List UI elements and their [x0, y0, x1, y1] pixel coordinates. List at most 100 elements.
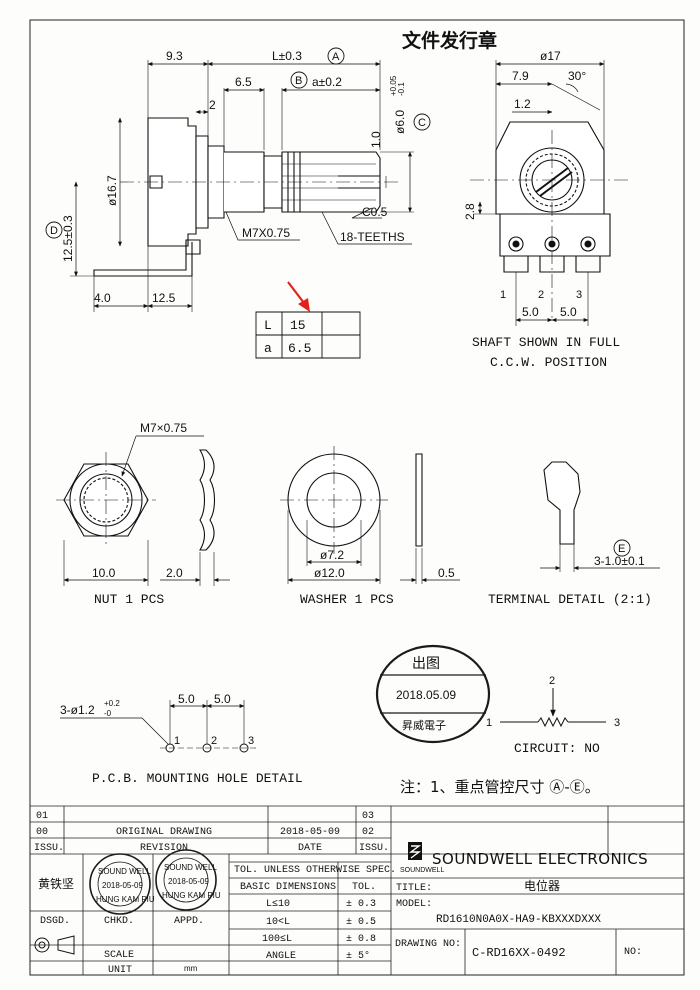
svg-text:REVISION: REVISION — [140, 843, 188, 854]
svg-text:2: 2 — [209, 98, 216, 112]
release-stamp — [377, 646, 489, 742]
svg-text:1.2: 1.2 — [514, 97, 531, 111]
svg-text:6.5: 6.5 — [235, 75, 252, 89]
washer-caption: WASHER 1 PCS — [300, 592, 394, 607]
revision-rows: 01 03 00 ORIGINAL DRAWING 2018-05-09 02 … — [34, 811, 389, 854]
svg-text:00: 00 — [36, 827, 48, 838]
company-name: SOUNDWELL ELECTRONICS — [432, 850, 648, 868]
spec-value-a: 6.5 — [288, 341, 311, 356]
model-number: RD1610N0A0X-HA9-KBXXXDXXX — [436, 914, 601, 926]
spec-label-l: L — [264, 318, 272, 333]
pcb-caption: P.C.B. MOUNTING HOLE DETAIL — [92, 771, 303, 786]
nut-caption: NUT 1 PCS — [94, 592, 164, 607]
pcb-hole-drawing — [60, 700, 256, 752]
stamp-top-text: 出图 — [412, 656, 440, 672]
svg-text:SHAFT SHOWN IN FULL: SHAFT SHOWN IN FULL — [472, 335, 620, 350]
circuit-caption: CIRCUIT: NO — [514, 741, 600, 756]
svg-text:1: 1 — [486, 717, 492, 729]
svg-text:2: 2 — [211, 735, 217, 747]
svg-text:SOUNDWELL: SOUNDWELL — [400, 867, 444, 874]
svg-text:TOL.: TOL. — [352, 882, 376, 893]
spec-value-l: 15 — [290, 318, 306, 333]
svg-text:ø12.0: ø12.0 — [314, 566, 345, 580]
spec-label-a: a — [264, 341, 272, 356]
svg-text:SOUND WELL: SOUND WELL — [164, 863, 217, 872]
projection-symbol — [35, 936, 74, 954]
svg-text:03: 03 — [362, 811, 374, 822]
svg-text:ø6.0: ø6.0 — [393, 110, 407, 134]
svg-text:10.0: 10.0 — [92, 566, 116, 580]
side-view-dimensions: 9.3 L±0.3 A 6.5 B a±0.2 2 1.0 ø6.0 +0.05… — [46, 48, 430, 305]
nut-drawing — [56, 436, 230, 586]
svg-text:ø16.7: ø16.7 — [105, 175, 119, 206]
marker-a: A — [332, 51, 340, 63]
svg-text:-0.1: -0.1 — [397, 82, 406, 96]
svg-text:UNIT: UNIT — [108, 965, 132, 976]
approval-seal-2 — [156, 850, 216, 910]
svg-text:12.5±0.3: 12.5±0.3 — [61, 215, 75, 262]
svg-text:10<L: 10<L — [266, 917, 290, 928]
svg-text:1.0: 1.0 — [369, 131, 383, 148]
svg-text:ø7.2: ø7.2 — [320, 548, 344, 562]
svg-text:TITLE:: TITLE: — [396, 883, 432, 894]
svg-text:APPD.: APPD. — [174, 916, 204, 927]
svg-text:ANGLE: ANGLE — [266, 951, 296, 962]
sheet-border — [30, 20, 684, 975]
svg-text:ORIGINAL DRAWING: ORIGINAL DRAWING — [116, 827, 212, 838]
terminal-caption: TERMINAL DETAIL (2:1) — [488, 592, 652, 607]
svg-text:3: 3 — [576, 289, 582, 301]
svg-text:± 5°: ± 5° — [346, 950, 370, 962]
svg-text:± 0.3: ± 0.3 — [346, 899, 376, 910]
circuit-symbol — [500, 688, 606, 726]
svg-text:2.8: 2.8 — [463, 203, 477, 220]
svg-text:DATE: DATE — [298, 843, 322, 854]
svg-text:NO:: NO: — [624, 947, 642, 958]
svg-text:3-1.0±0.1: 3-1.0±0.1 — [594, 554, 645, 568]
svg-text:12.5: 12.5 — [152, 291, 176, 305]
svg-text:1: 1 — [174, 735, 180, 747]
terminal-drawing — [540, 462, 660, 572]
spec-table — [256, 312, 360, 358]
svg-text:mm: mm — [184, 964, 198, 973]
designer-name: 黄铁坚 — [38, 877, 74, 892]
svg-text:2: 2 — [549, 675, 555, 687]
svg-text:01: 01 — [36, 811, 48, 822]
svg-text:DSGD.: DSGD. — [40, 916, 70, 927]
svg-text:3: 3 — [248, 735, 254, 747]
front-view — [470, 60, 628, 326]
svg-text:3-ø1.2: 3-ø1.2 — [60, 703, 95, 717]
svg-text:0.5: 0.5 — [438, 566, 455, 580]
svg-text:30°: 30° — [568, 69, 586, 83]
marker-b: B — [295, 75, 302, 87]
marker-c: C — [418, 117, 426, 129]
svg-text:4.0: 4.0 — [94, 291, 111, 305]
drawing-title: 电位器 — [524, 878, 560, 894]
company-logo: SOUNDWELL — [400, 842, 444, 874]
svg-text:HUNG KAM PIU: HUNG KAM PIU — [162, 891, 221, 900]
title-block-grid — [30, 806, 684, 975]
drawing-number: C-RD16XX-0492 — [472, 946, 566, 960]
svg-text:2.0: 2.0 — [166, 566, 183, 580]
svg-text:02: 02 — [362, 827, 374, 838]
svg-text:18-TEETHS: 18-TEETHS — [340, 230, 405, 244]
svg-text:+0.05: +0.05 — [389, 75, 398, 96]
svg-text:BASIC DIMENSIONS: BASIC DIMENSIONS — [240, 882, 336, 893]
side-view — [70, 60, 414, 312]
svg-text:L±0.3: L±0.3 — [272, 49, 302, 63]
svg-text:ø17: ø17 — [540, 49, 561, 63]
svg-text:M7X0.75: M7X0.75 — [242, 226, 290, 240]
highlight-arrow — [288, 282, 310, 312]
svg-text:± 0.5: ± 0.5 — [346, 917, 376, 928]
svg-text:ISSU.: ISSU. — [34, 843, 64, 854]
svg-text:a±0.2: a±0.2 — [312, 75, 342, 89]
svg-text:DRAWING NO:: DRAWING NO: — [395, 939, 461, 950]
svg-text:3: 3 — [614, 717, 620, 729]
svg-text:2018-05-09: 2018-05-09 — [168, 877, 209, 886]
svg-text:HUNG KAM PIU: HUNG KAM PIU — [96, 895, 155, 904]
svg-text:MODEL:: MODEL: — [396, 899, 432, 910]
svg-text:ISSU.: ISSU. — [359, 843, 389, 854]
svg-text:2018-05-09: 2018-05-09 — [102, 881, 143, 890]
marker-e: E — [618, 543, 625, 555]
document-stamp-title: 文件发行章 — [402, 29, 497, 52]
